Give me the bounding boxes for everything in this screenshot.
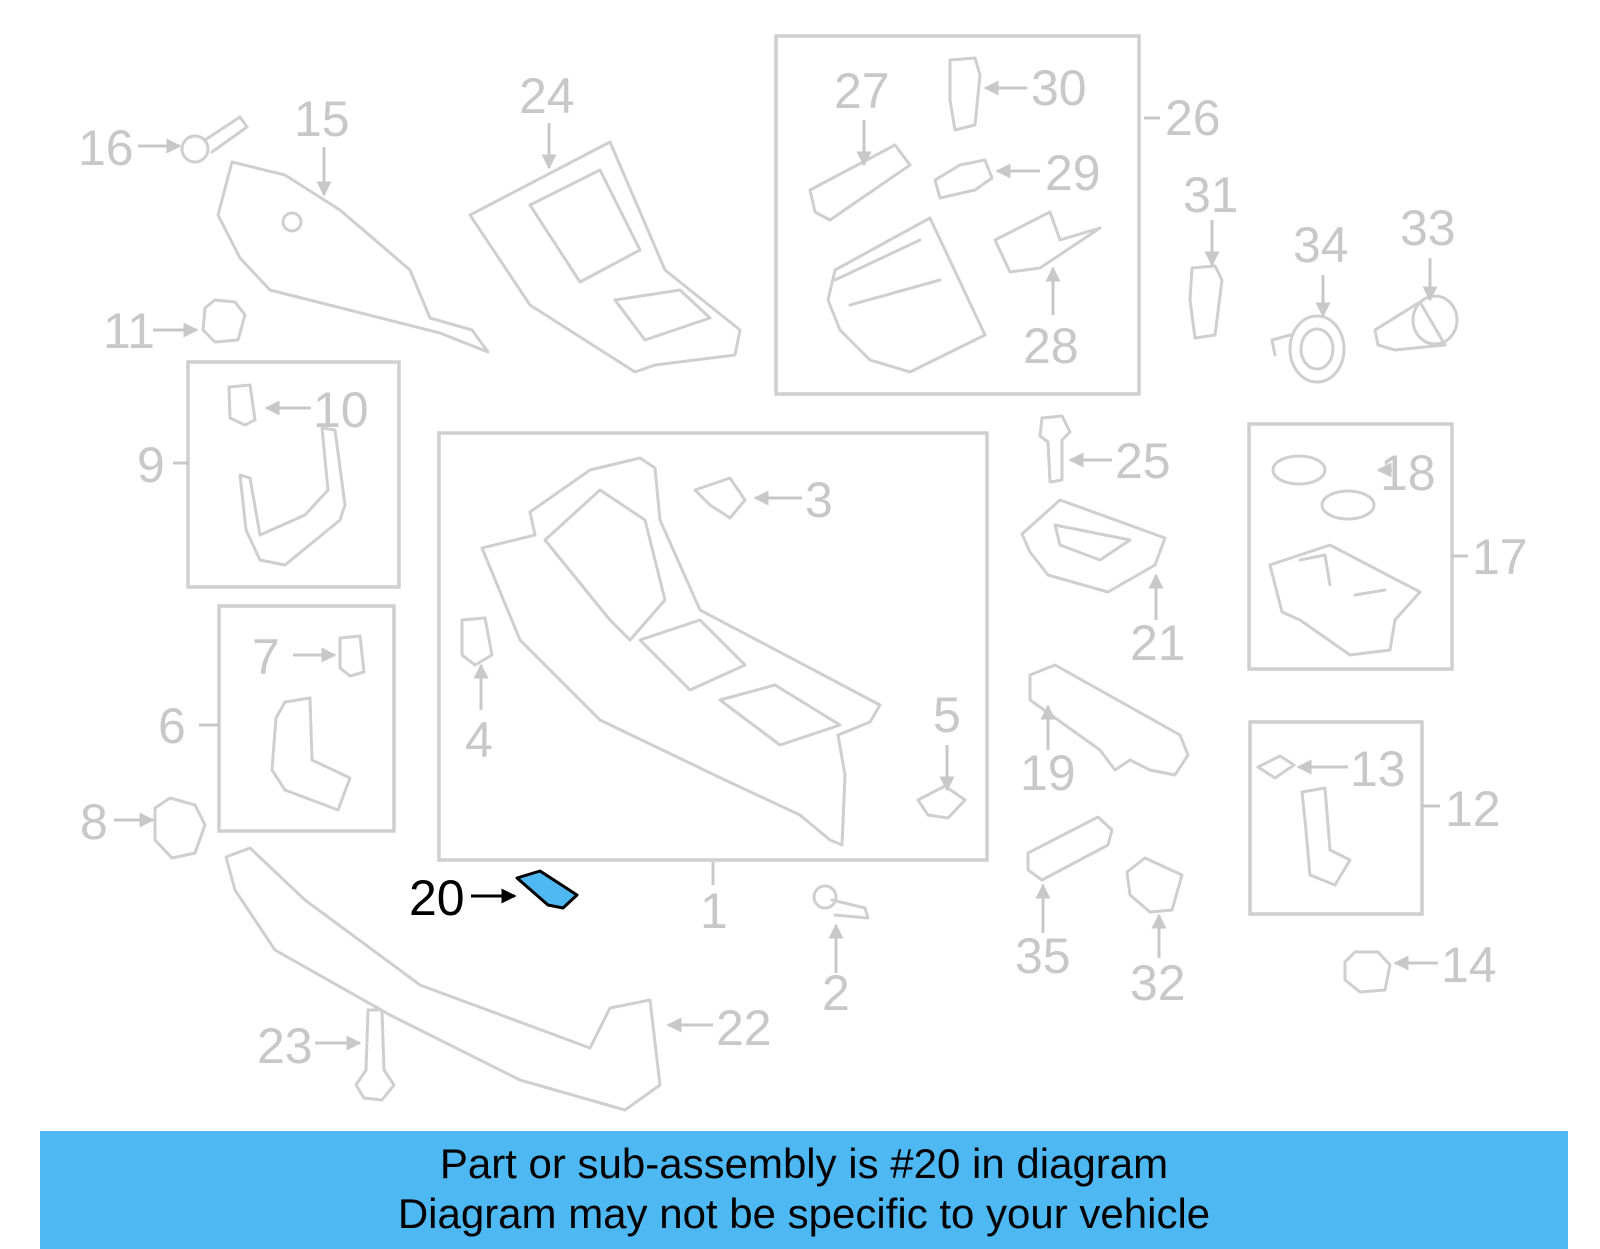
label-18: 18 [1380,445,1436,501]
part-18-gasket [1271,454,1376,521]
label-16: 16 [78,120,134,176]
label-7: 7 [252,629,280,685]
label-24: 24 [519,68,575,124]
part-27-trim-insert [808,143,912,222]
part-15-hole [281,211,303,233]
label-30: 30 [1031,60,1087,116]
label-17: 17 [1472,529,1528,585]
label-1: 1 [700,883,728,939]
label-14: 14 [1441,937,1497,993]
part-34-ring [1270,314,1346,384]
part-10-clip [227,383,257,427]
part-15-side-panel [216,160,490,354]
group-box-17 [1247,422,1454,671]
part-33-power-outlet [1373,294,1459,352]
info-banner: Part or sub-assembly is #20 in diagram D… [40,1131,1568,1249]
group-box-26 [774,34,1141,396]
part-12-bracket [1300,786,1352,887]
label-25: 25 [1115,433,1171,489]
part-16-bolt [180,115,249,164]
group-box-9 [186,360,401,589]
label-28: 28 [1023,318,1079,374]
label-11: 11 [103,303,155,359]
part-26-housing [826,216,987,374]
part-4-clip [460,616,494,667]
part-2-bolt [812,884,870,920]
part-31-socket [1188,264,1224,340]
part-5-clip [916,784,967,820]
label-29: 29 [1045,145,1101,201]
label-9: 9 [137,437,165,493]
part-30-clip [948,56,982,132]
part-11-nut [201,298,247,344]
label-26: 26 [1165,90,1221,146]
banner-line-1: Part or sub-assembly is #20 in diagram [439,1140,1169,1187]
group-box-1 [437,431,989,862]
label-6: 6 [158,698,186,754]
part-23-screw [354,1008,396,1102]
label-23: 23 [257,1018,313,1074]
part-7-clip [338,634,366,678]
label-4: 4 [465,712,493,768]
part-29-bulb [933,158,994,200]
part-6-bracket [270,696,352,812]
label-2: 2 [822,965,850,1021]
label-12: 12 [1445,781,1501,837]
part-24-shifter-bezel [468,140,742,374]
part-8-nut [153,796,207,860]
label-15: 15 [294,91,350,147]
label-3: 3 [805,472,833,528]
part-22-duct [224,846,662,1112]
part-35-trim [1026,815,1114,882]
part-3-clip [693,476,747,520]
label-35: 35 [1015,928,1071,984]
part-28-bracket [993,210,1102,274]
label-21: 21 [1130,615,1186,671]
group-box-6 [217,604,396,833]
part-21-tray [1020,498,1167,594]
part-19-mat [1028,663,1190,777]
label-13: 13 [1350,741,1406,797]
label-20-highlighted: 20 [409,870,465,926]
label-34: 34 [1293,217,1349,273]
label-31: 31 [1183,167,1239,223]
label-19: 19 [1020,745,1076,801]
label-22: 22 [716,1000,772,1056]
label-8: 8 [80,794,108,850]
part-20-highlighted[interactable] [515,869,579,910]
label-33: 33 [1400,200,1456,256]
part-25-bolt [1038,414,1072,484]
label-5: 5 [933,687,961,743]
leader-lines [114,80,1468,1051]
part-1-center-console [480,456,882,847]
part-9-bracket [238,426,347,567]
part-13-clip [1256,754,1296,780]
group-box-12 [1248,720,1424,916]
label-27: 27 [834,63,890,119]
label-32: 32 [1130,955,1186,1011]
part-labels: 16 15 11 24 27 30 29 28 26 31 34 33 10 9… [78,60,1528,1074]
part-17-cupholder [1268,543,1422,657]
label-10: 10 [313,382,369,438]
part-14-nut [1343,950,1392,994]
part-32-switch [1125,856,1184,914]
banner-line-2: Diagram may not be specific to your vehi… [397,1190,1211,1237]
